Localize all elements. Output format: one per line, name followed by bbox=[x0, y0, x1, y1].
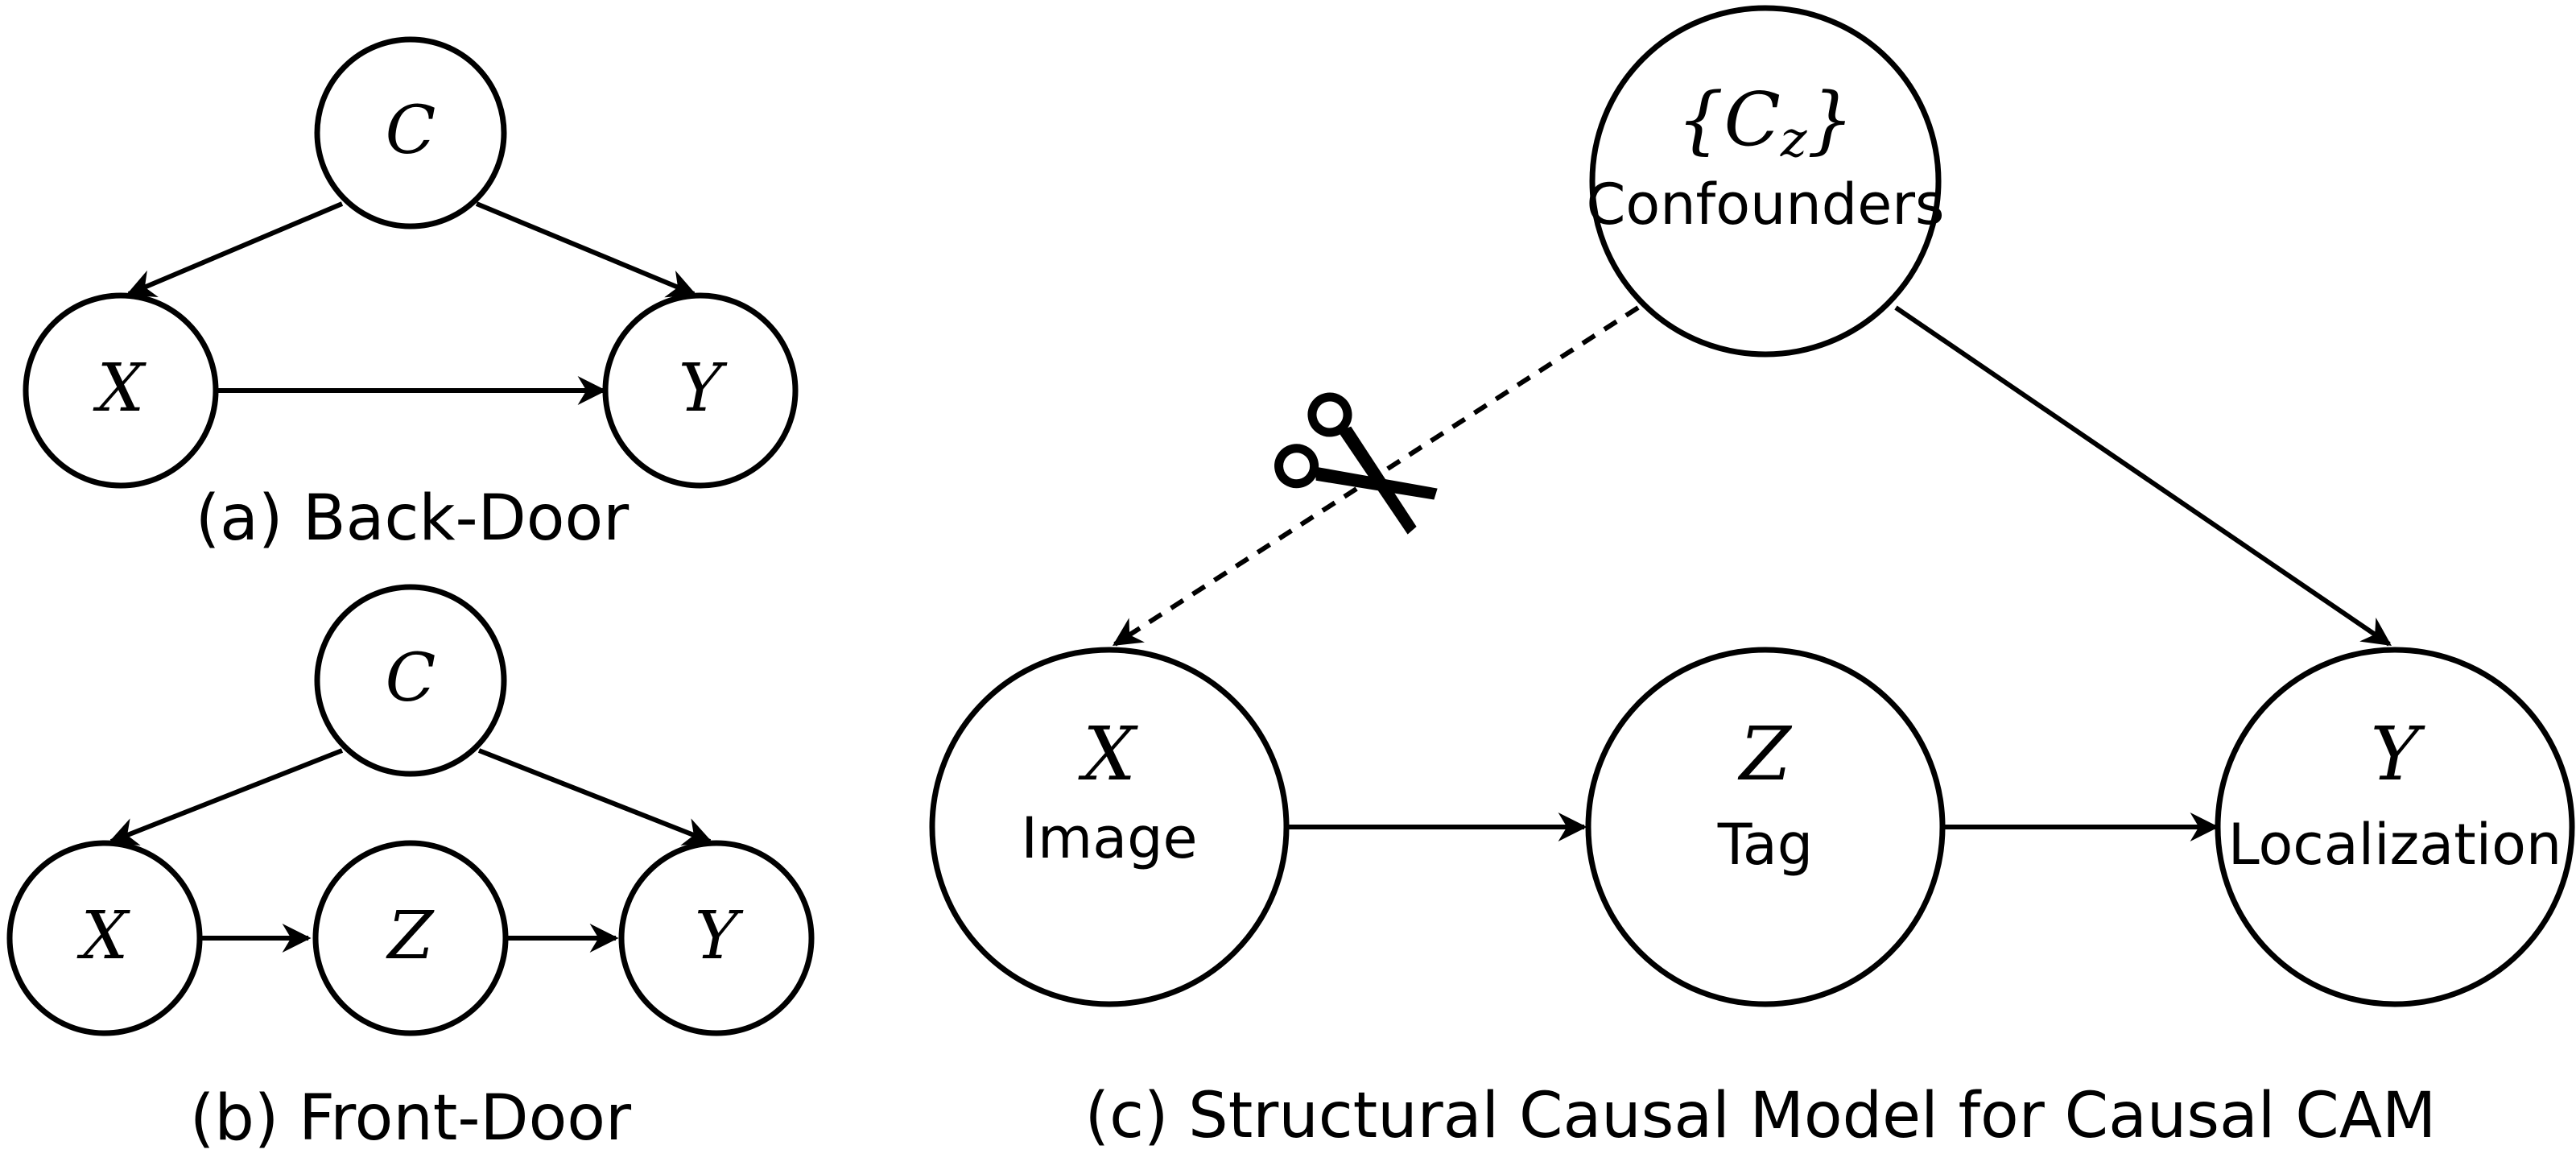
node-y: Y bbox=[602, 292, 799, 489]
edge-c-to-y bbox=[477, 748, 713, 846]
node-y-symbol: Y bbox=[679, 350, 728, 427]
scissors-icon bbox=[1274, 392, 1438, 535]
node-z: Z bbox=[312, 840, 509, 1036]
node-c-symbol: C bbox=[386, 93, 436, 169]
edge-c-to-x bbox=[108, 748, 344, 846]
node-z-symbol: Z bbox=[386, 898, 436, 974]
node-c: C bbox=[314, 36, 507, 229]
caption-structural-causal-model: (c) Structural Causal Model for Causal C… bbox=[1085, 1080, 2437, 1152]
caption-back-door: (a) Back-Door bbox=[196, 482, 630, 555]
node-y-symbol: Y bbox=[695, 898, 744, 974]
confounders-symbol: {Cz} bbox=[1677, 76, 1854, 168]
node-localization: Y Localization bbox=[2215, 647, 2575, 1007]
node-c: C bbox=[314, 584, 507, 777]
edge-confounders-to-localization bbox=[1894, 305, 2392, 647]
edge-c-to-x bbox=[126, 201, 344, 297]
node-confounders: {Cz} Confounders bbox=[1586, 5, 1945, 358]
confounders-label: Confounders bbox=[1586, 172, 1944, 238]
image-label: Image bbox=[1021, 805, 1197, 871]
tag-symbol: Z bbox=[1737, 711, 1793, 797]
node-x-symbol: X bbox=[93, 350, 147, 427]
image-symbol: X bbox=[1078, 711, 1138, 797]
node-image: X Image bbox=[929, 647, 1290, 1007]
node-x-symbol: X bbox=[76, 898, 131, 974]
diagram-structural-causal-model: {Cz} Confounders X Image Z Tag Y Localiz… bbox=[929, 5, 2575, 1152]
node-c-symbol: C bbox=[386, 640, 436, 717]
tag-label: Tag bbox=[1717, 812, 1814, 878]
node-y: Y bbox=[618, 840, 815, 1036]
node-tag: Z Tag bbox=[1585, 647, 1946, 1007]
diagram-front-door: C X Z Y (b) Front-Door bbox=[6, 584, 815, 1155]
localization-label: Localization bbox=[2228, 812, 2562, 878]
caption-front-door: (b) Front-Door bbox=[190, 1082, 632, 1155]
edge-c-to-y bbox=[475, 201, 697, 298]
node-x: X bbox=[23, 292, 219, 489]
node-x: X bbox=[6, 840, 203, 1036]
diagram-back-door: C X Y (a) Back-Door bbox=[23, 36, 799, 555]
localization-symbol: Y bbox=[2371, 711, 2426, 797]
